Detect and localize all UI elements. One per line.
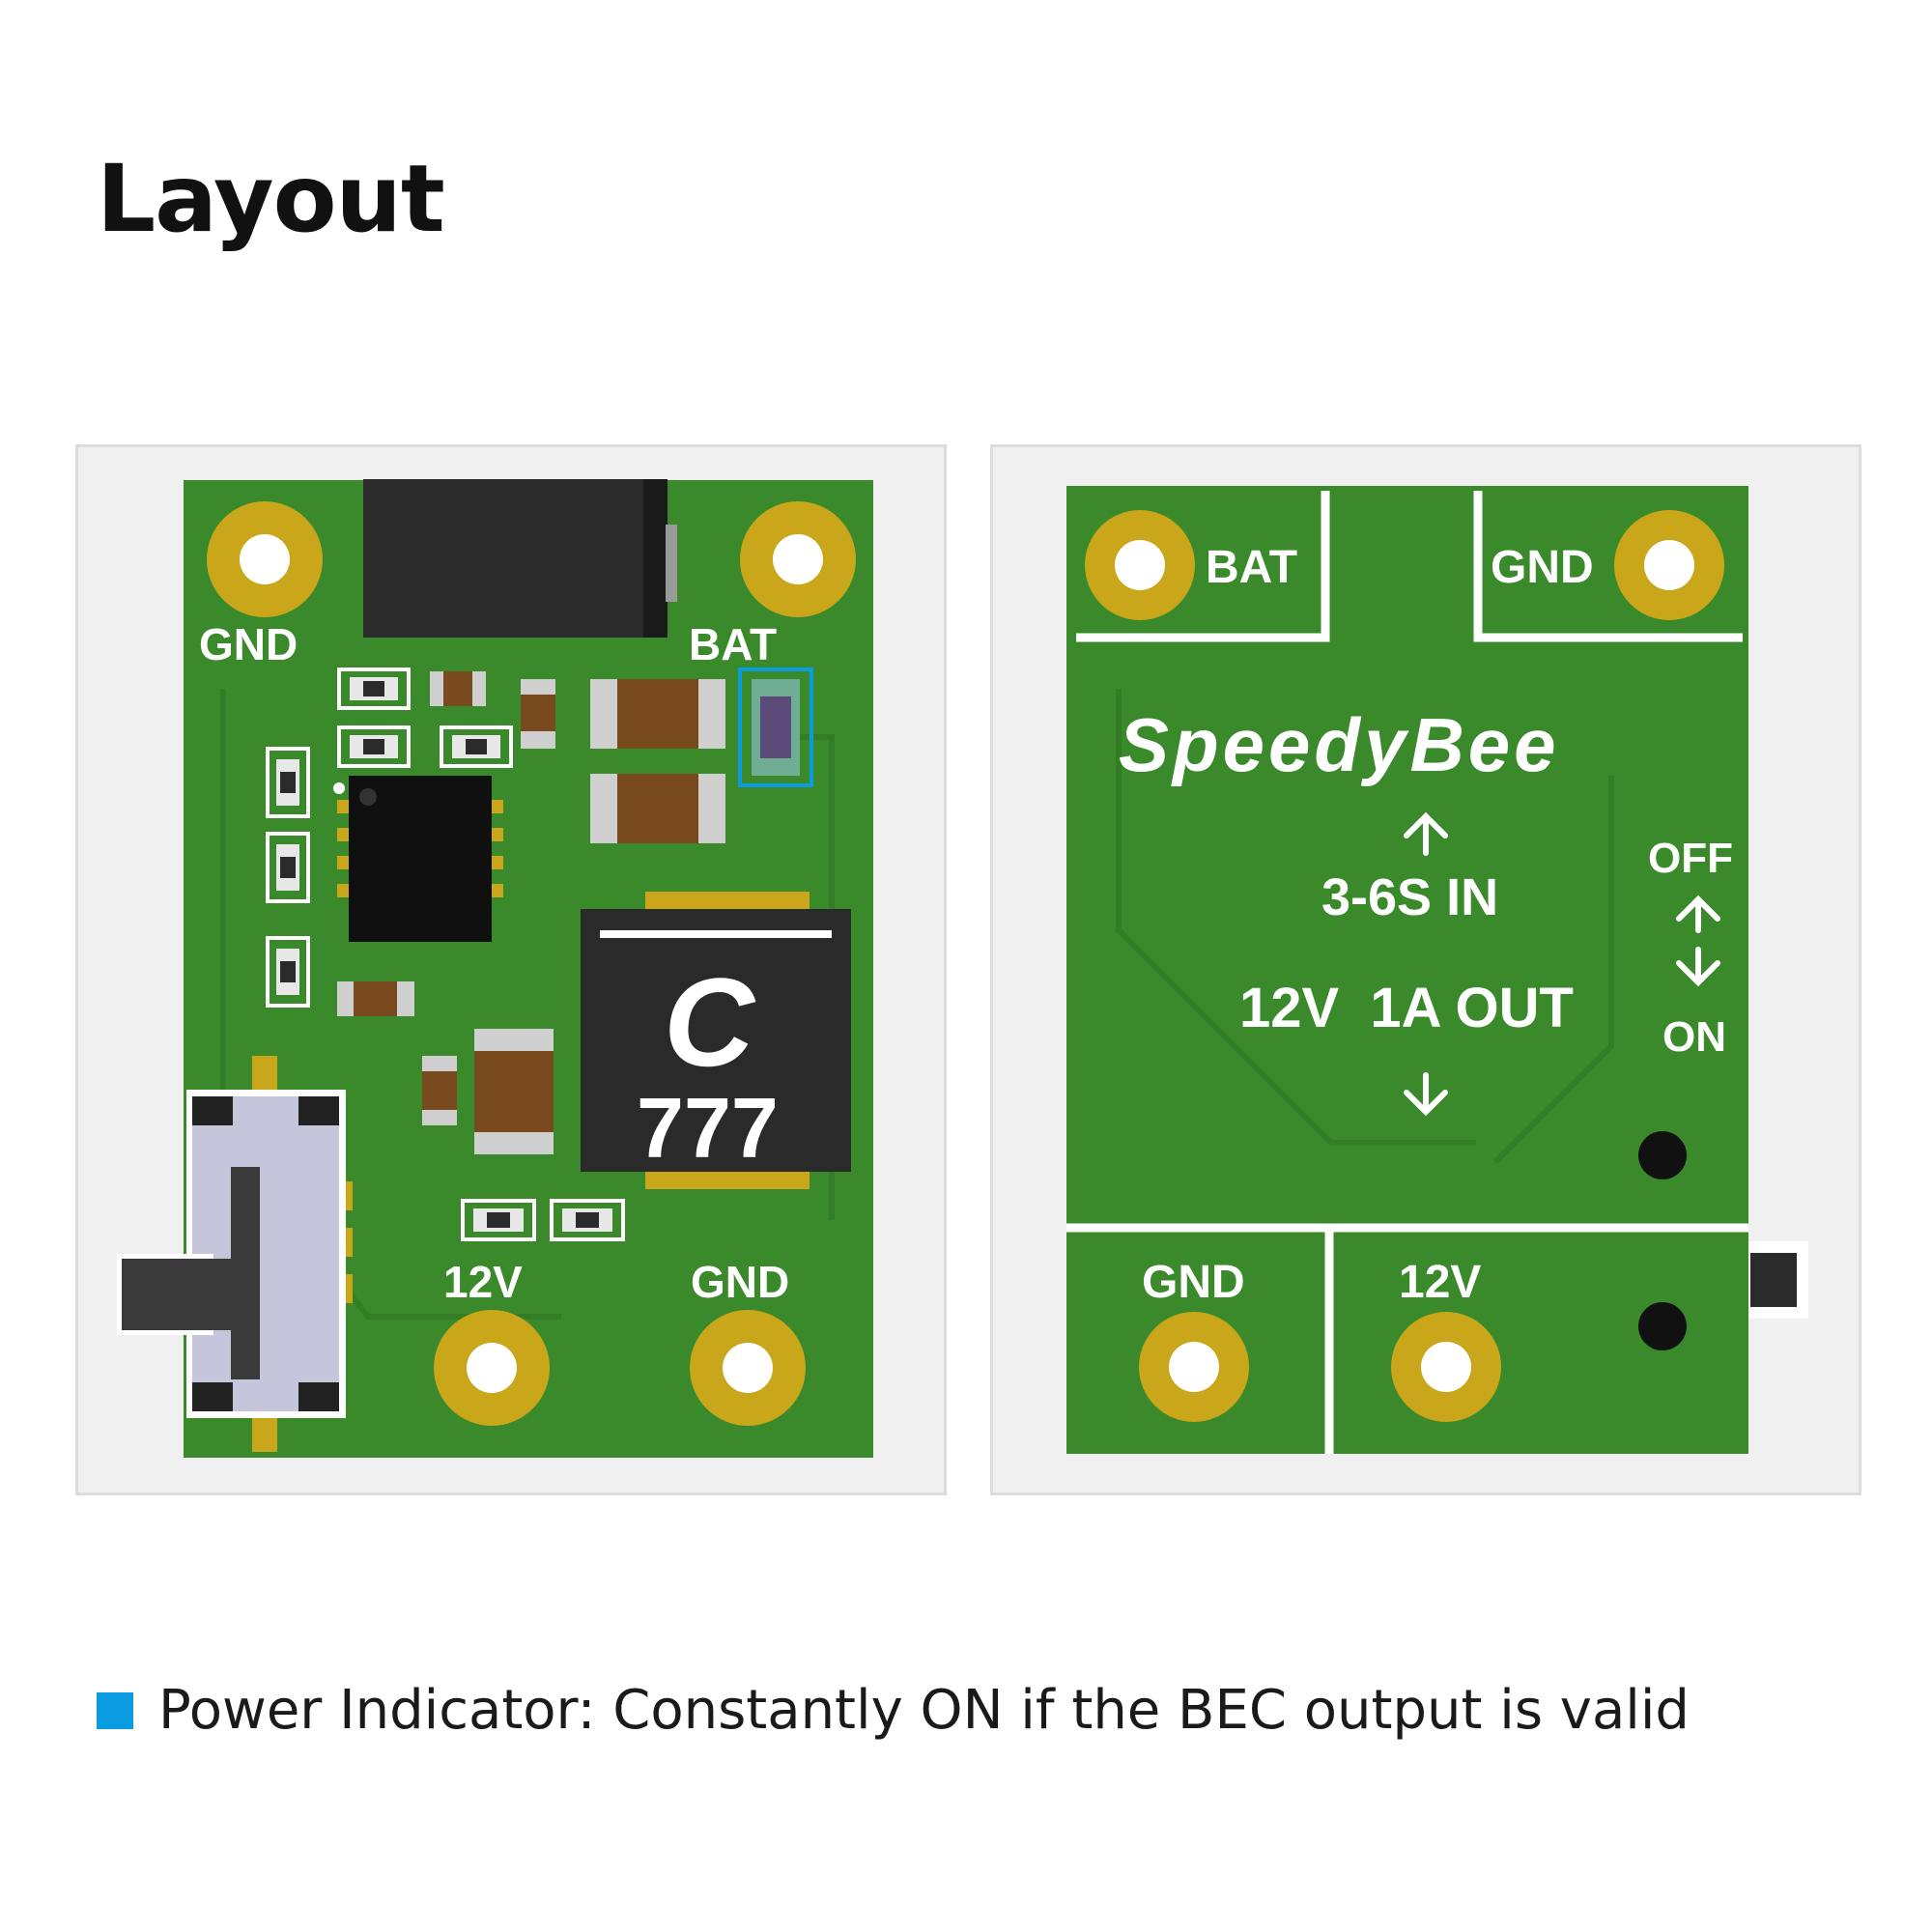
back-label-gnd-top: GND xyxy=(1491,542,1594,593)
front-label-bat-top: BAT xyxy=(689,619,777,669)
front-pad-gnd-top xyxy=(207,501,323,617)
switch-down-arrow-icon xyxy=(1676,947,1720,987)
legend: Power Indicator: Constantly ON if the BE… xyxy=(97,1679,1690,1742)
front-pad-12v xyxy=(434,1310,550,1426)
slide-switch xyxy=(117,1056,353,1452)
front-board-panel: GND BAT 12V GND xyxy=(75,444,947,1495)
back-hole-upper xyxy=(1638,1131,1687,1179)
front-label-gnd-bottom: GND xyxy=(691,1257,789,1307)
diode-component xyxy=(363,479,677,638)
inductor-component: C 777 xyxy=(581,892,851,1189)
back-pad-bat xyxy=(1085,510,1195,620)
page-title: Layout xyxy=(97,145,445,253)
brand-logo: SpeedyBee xyxy=(1119,702,1560,787)
back-label-gnd-bottom: GND xyxy=(1142,1257,1245,1308)
switch-off-label: OFF xyxy=(1648,835,1733,882)
back-pad-gnd-top xyxy=(1614,510,1724,620)
front-pad-bat-top xyxy=(740,501,856,617)
legend-text: Power Indicator: Constantly ON if the BE… xyxy=(158,1679,1690,1742)
switch-up-arrow-icon xyxy=(1676,895,1720,933)
input-arrow-icon xyxy=(1404,811,1448,856)
ic-chip xyxy=(333,776,503,942)
smd-resistors xyxy=(266,668,513,1008)
back-hole-lower xyxy=(1638,1302,1687,1350)
back-label-12v: 12V xyxy=(1399,1257,1481,1308)
output-label: 12V 1A OUT xyxy=(1239,977,1574,1039)
back-label-bat: BAT xyxy=(1206,542,1297,593)
back-pad-12v xyxy=(1391,1312,1501,1422)
inductor-logo: C xyxy=(664,952,756,1093)
switch-on-label: ON xyxy=(1662,1013,1726,1061)
back-pad-gnd-bottom xyxy=(1139,1312,1249,1422)
power-indicator-led xyxy=(738,668,813,787)
output-arrow-icon xyxy=(1404,1072,1448,1117)
front-label-gnd-top: GND xyxy=(199,619,298,669)
back-board-panel: BAT GND GND 12V SpeedyBee 3-6S IN 12V 1A… xyxy=(990,444,1861,1495)
back-pcb xyxy=(1066,486,1748,1454)
inductor-marking: 777 xyxy=(637,1080,779,1176)
back-silkscreen-lines xyxy=(1066,491,1748,1454)
front-board-illustration: GND BAT 12V GND xyxy=(117,479,873,1458)
input-label: 3-6S IN xyxy=(1321,868,1498,926)
front-label-12v: 12V xyxy=(443,1257,523,1307)
smd-capacitors xyxy=(337,671,725,1154)
back-board-illustration: BAT GND GND 12V SpeedyBee 3-6S IN 12V 1A… xyxy=(1066,486,1808,1454)
back-switch-actuator xyxy=(1748,1241,1808,1319)
front-pad-gnd-bottom xyxy=(690,1310,806,1426)
square-swatch-icon xyxy=(97,1691,133,1729)
